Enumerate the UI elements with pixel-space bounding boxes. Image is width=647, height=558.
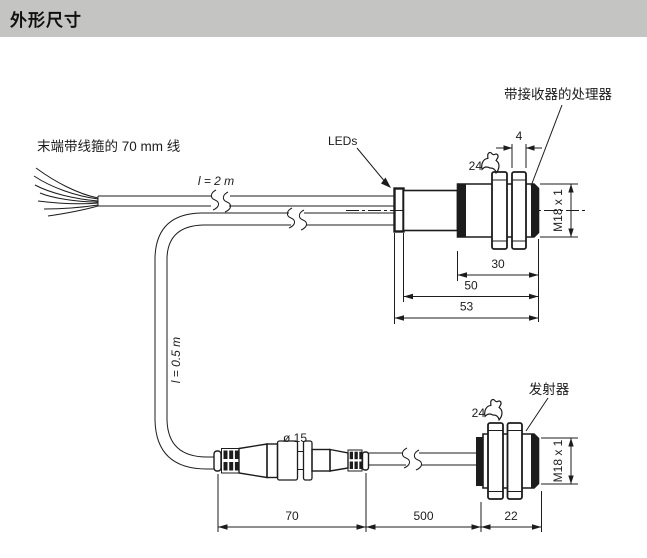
cable-break-mark <box>413 449 422 471</box>
stripped-wires <box>33 167 99 217</box>
svg-text:24: 24 <box>469 159 483 173</box>
leds-label: LEDs <box>328 134 357 148</box>
dim-thread-receiver: M18 x 1 <box>540 183 578 238</box>
svg-text:22: 22 <box>504 509 518 523</box>
svg-text:4: 4 <box>516 129 523 143</box>
leds-arrowhead <box>381 177 391 188</box>
receiver-assembly: 末端带线箍的 70 mm 线 l = 2 m LEDs 带接收器的处理器 4 2… <box>33 86 612 470</box>
cable-break-mark <box>298 209 307 231</box>
receiver-cable <box>97 189 394 213</box>
transmitter-housing <box>476 422 540 500</box>
transmitter-cable <box>154 207 394 470</box>
svg-text:30: 30 <box>491 257 505 271</box>
dim-lengths-receiver: 30 50 53 <box>394 233 539 324</box>
crimp-grid <box>349 451 363 469</box>
receiver-rear-body <box>402 189 459 232</box>
wrench-icon <box>484 398 503 422</box>
wrench-size-callout: 24 <box>472 398 503 422</box>
sensing-face-band <box>531 184 539 237</box>
wrench-size-callout: 24 <box>469 151 500 175</box>
transmitter-leader-line <box>525 397 549 432</box>
dim-lengths-transmitter: 70 500 22 <box>217 473 542 532</box>
svg-text:M18 x 1: M18 x 1 <box>551 439 565 482</box>
page-title: 外形尺寸 <box>10 11 82 30</box>
svg-text:500: 500 <box>413 509 433 523</box>
knurled-ring <box>302 440 313 481</box>
mounting-nut <box>506 422 523 500</box>
knurled-ring <box>276 440 299 481</box>
receiver-housing <box>393 171 540 250</box>
connector-diameter-label: ø 15 <box>283 431 307 445</box>
mounting-nut <box>487 422 504 500</box>
dim-thread-transmitter: M18 x 1 <box>541 437 578 485</box>
rear-cap-band <box>476 437 483 486</box>
title-bar: 外形尺寸 <box>0 0 647 37</box>
wrench-icon <box>481 151 500 175</box>
mounting-nut <box>511 171 527 250</box>
svg-text:53: 53 <box>460 300 474 314</box>
transmitter-assembly: ø 15 <box>213 382 578 532</box>
transmitter-label: 发射器 <box>529 382 570 397</box>
cable-connector <box>213 440 370 481</box>
mounting-nut <box>491 171 508 250</box>
crimp-grid <box>223 450 239 471</box>
cable-break-mark <box>222 191 231 213</box>
led-ring <box>393 187 405 233</box>
housing-step-band <box>457 184 466 237</box>
cable-break-mark <box>401 447 410 469</box>
svg-text:70: 70 <box>285 509 299 523</box>
svg-text:M18 x 1: M18 x 1 <box>551 189 565 232</box>
cable-note-label: 末端带线箍的 70 mm 线 <box>37 138 180 154</box>
svg-text:24: 24 <box>472 406 486 420</box>
cable-length-label: l = 2 m <box>198 174 234 188</box>
leds-leader-line <box>356 147 387 184</box>
cable-break-mark <box>210 189 219 211</box>
drop-cable-length-label: l = 0.5 m <box>169 337 183 383</box>
cable-break-mark <box>286 207 295 229</box>
receiver-leader-line <box>530 104 563 187</box>
sensing-face-band <box>531 434 539 488</box>
svg-text:50: 50 <box>464 279 478 293</box>
receiver-label: 带接收器的处理器 <box>504 86 612 102</box>
dim-nut-width: 4 <box>496 129 542 168</box>
connector-to-transmitter-cable <box>368 447 476 471</box>
